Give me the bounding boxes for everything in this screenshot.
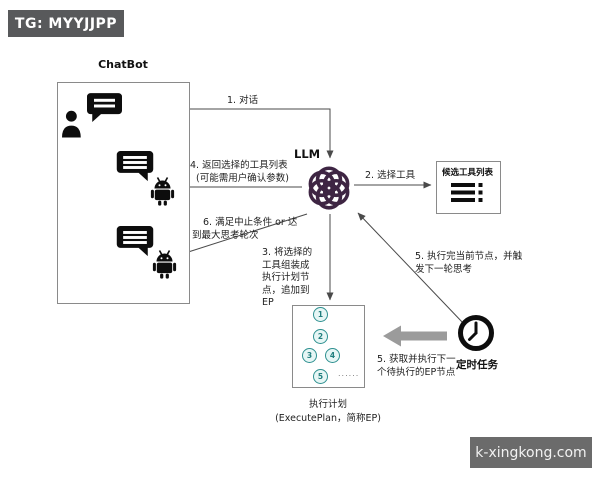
candidate-tool-list-box [436,161,501,214]
ep-node-1: 1 [313,307,328,322]
timer-task-label: 定时任务 [456,359,498,371]
edge-label-2-choose-tool: 2. 选择工具 [365,170,416,181]
edge-label-4-line1: 4. 返回选择的工具列表 [190,160,288,171]
edge-label-5-fetch-line1: 5. 获取并执行下一 [377,354,456,365]
chat-bubble-icon [116,226,154,257]
ep-node-3: 3 [302,348,317,363]
execute-plan-box [292,305,365,388]
ep-caption-en: (ExecutePlan，简称EP) [275,413,381,424]
llm-label: LLM [294,147,321,161]
edge-label-1-dialog: 1. 对话 [227,95,259,106]
ep-ellipsis: ...... [338,369,360,378]
watermark: k-xingkong.com [470,437,592,468]
edge-label-5-trigger-line2: 发下一轮思考 [415,264,473,275]
android-robot-icon [152,250,177,279]
ep-caption-cn: 执行计划 [308,399,347,410]
clock-icon [458,315,494,351]
edge-label-6-line2: 到最大思考轮次 [192,230,259,241]
ep-node-5: 5 [313,369,328,384]
chat-bubble-icon [116,151,154,182]
candidate-tool-list-title: 候选工具列表 [441,168,493,178]
list-icon [451,183,483,202]
edge-label-4-line2: (可能需用户确认参数) [196,173,289,184]
edge-label-6-line1: 6. 满足中止条件 or 达 [203,217,298,228]
edge-label-5-trigger-line1: 5. 执行完当前节点，并触 [415,251,523,262]
chat-bubble-icon [87,93,122,122]
big-left-arrow-icon [383,325,447,347]
edge-label-3-assemble-ep: 3. 将选择的 工具组装成 执行计划节 点，追加到 EP [262,247,313,308]
android-robot-icon [150,177,175,206]
ep-node-2: 2 [313,329,328,344]
person-icon [62,110,81,138]
ep-node-4: 4 [325,348,340,363]
edge-label-5-fetch-line2: 个待执行的EP节点 [377,367,456,378]
openai-logo-icon [308,166,350,210]
chatbot-title: ChatBot [98,58,148,71]
telegram-badge: TG: MYYJJPP [8,10,124,37]
